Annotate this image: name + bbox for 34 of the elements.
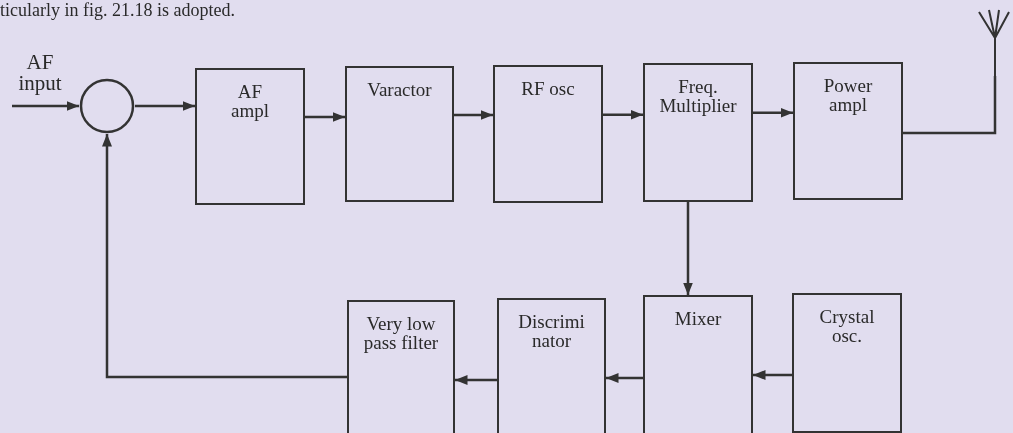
block-label: AF ampl [230,82,270,120]
antenna-icon [975,8,1013,78]
block-label: Varactor [366,80,433,99]
arrow [753,370,792,380]
block-label: Mixer [673,309,723,328]
block-label: Power ampl [822,76,874,114]
arrow [606,373,643,383]
arrow [455,375,497,385]
summing-junction-circle [79,78,135,134]
block [347,300,455,433]
caption-text-fragment: ticularly in fig. 21.18 is adopted. [0,0,235,21]
block [493,65,603,203]
arrow [753,107,793,118]
block [792,293,902,433]
arrow [454,109,493,120]
block [497,298,606,433]
arrow [683,202,693,295]
block [345,66,454,202]
block [643,295,753,433]
block-label: RF osc [520,79,576,98]
connector-line [903,76,997,135]
block-label: Very low pass filter [363,314,439,352]
arrow [135,101,195,111]
block-label: Discrimi nator [517,312,586,350]
block-label: Crystal osc. [818,307,876,345]
block [195,68,305,205]
arrow [102,134,347,379]
arrow [603,109,643,120]
block [793,62,903,200]
arrow [305,111,345,122]
arrow [12,101,79,111]
input-label: AF input [8,52,72,96]
block-label: Freq. Multiplier [658,77,738,115]
block [643,63,753,202]
